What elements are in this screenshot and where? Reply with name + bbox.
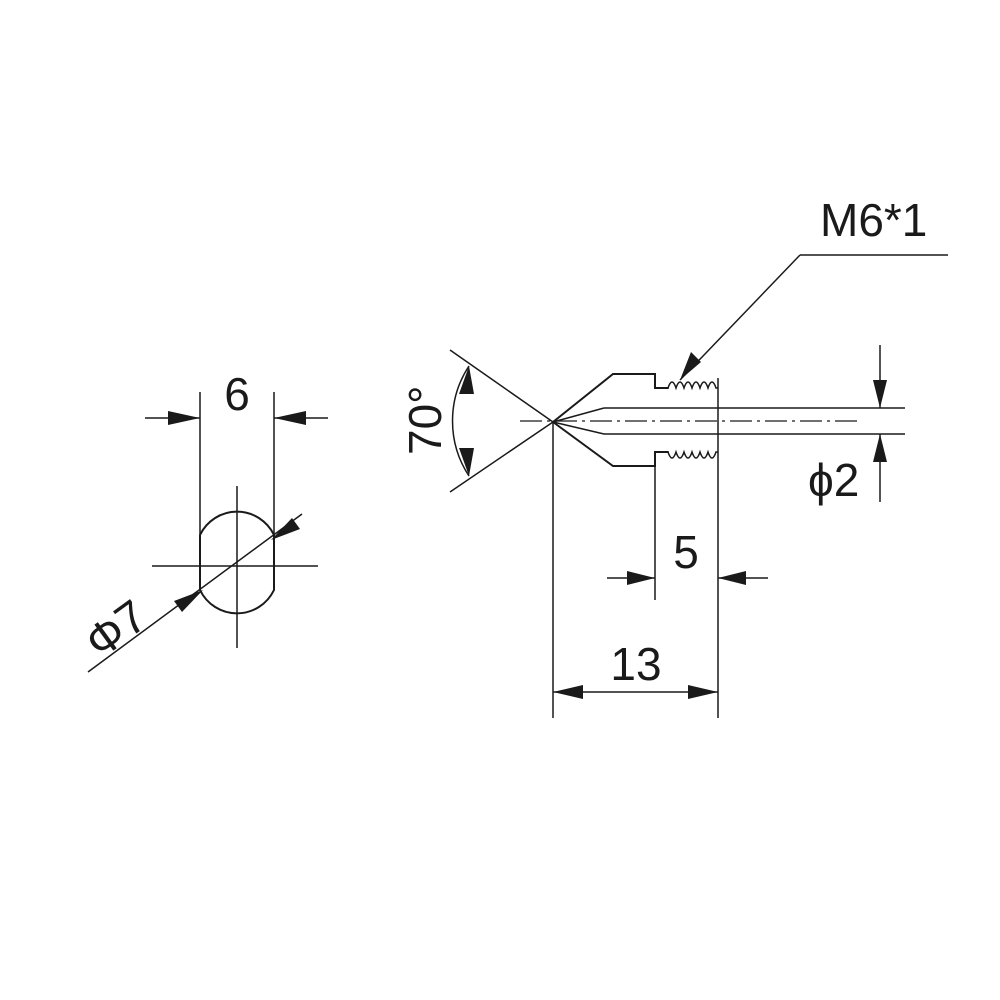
angle-arrow-upper <box>459 366 474 394</box>
thread-callout: M6*1 <box>679 194 948 381</box>
angle-extension-line-lower <box>449 421 554 493</box>
overall-length-label: 13 <box>610 638 661 690</box>
thread-leader-arrow <box>680 352 701 380</box>
overall-length-dimension: 13 <box>553 638 718 699</box>
angle-arrow-lower <box>459 448 474 476</box>
diameter-leader-line <box>87 513 303 673</box>
bore-dimension: ϕ2 <box>808 345 887 506</box>
angle-dimension: 70° <box>399 349 554 493</box>
diameter-label: Φ7 <box>75 589 156 668</box>
thread-length-arrow-right <box>718 571 746 585</box>
thread-length-arrow-left <box>627 571 655 585</box>
overall-length-arrow-right <box>688 685 718 699</box>
width-dimension: 6 <box>145 368 328 540</box>
width-arrow-right <box>274 411 306 425</box>
bore-cone-top <box>552 407 605 423</box>
nozzle-body-outline <box>552 373 669 467</box>
diameter-arrow-upper <box>271 518 300 540</box>
thread-profile-top <box>667 381 718 391</box>
thread-label: M6*1 <box>820 194 927 246</box>
thread-length-label: 5 <box>673 526 699 578</box>
bore-arrow-lower <box>873 434 887 462</box>
end-view: 6 Φ7 <box>75 368 328 673</box>
diameter-dimension: Φ7 <box>75 513 303 673</box>
angle-label: 70° <box>399 385 451 455</box>
angle-extension-line-upper <box>449 349 554 423</box>
width-arrow-left <box>168 411 200 425</box>
diameter-arrow-lower <box>174 590 203 612</box>
end-view-outline <box>199 510 275 615</box>
bore-arrow-upper <box>873 380 887 408</box>
width-label: 6 <box>224 368 250 420</box>
bore-label: ϕ2 <box>808 454 859 506</box>
thread-leader-line <box>679 254 801 381</box>
bore-cone-bottom <box>552 421 605 435</box>
overall-length-arrow-left <box>553 685 583 699</box>
angle-arc <box>451 365 470 477</box>
side-view: 70° M6*1 ϕ2 5 <box>399 194 948 718</box>
thread-length-dimension: 5 <box>607 526 768 585</box>
thread-profile-bottom <box>667 449 718 459</box>
